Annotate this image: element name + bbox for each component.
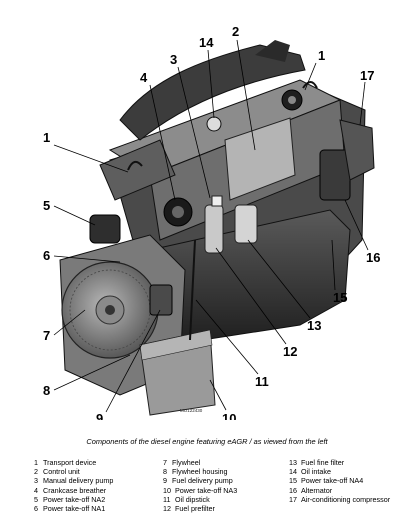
callout-1-left: 1 xyxy=(43,130,50,145)
callout-9: 9 xyxy=(96,411,103,420)
callout-10: 10 xyxy=(222,411,236,420)
callout-13: 13 xyxy=(307,318,321,333)
engine-illustration xyxy=(59,40,375,416)
callout-5: 5 xyxy=(43,198,50,213)
callout-3: 3 xyxy=(170,52,177,67)
engine-diagram: 1 2 3 4 1 5 6 7 8 9 10 11 12 13 14 15 16… xyxy=(43,24,380,420)
callout-16: 16 xyxy=(366,250,380,265)
callout-12: 12 xyxy=(283,344,297,359)
figure-id: MO122430 xyxy=(180,408,203,413)
callout-6: 6 xyxy=(43,248,50,263)
callout-11: 11 xyxy=(255,374,269,389)
callout-8: 8 xyxy=(43,383,50,398)
callout-1-top: 1 xyxy=(318,48,325,63)
callout-17: 17 xyxy=(360,68,374,83)
callouts: 1 2 3 4 1 5 6 7 8 9 10 11 12 13 14 15 16… xyxy=(43,24,380,420)
leader-lines xyxy=(53,39,369,413)
callout-14: 14 xyxy=(199,35,214,50)
callout-2: 2 xyxy=(232,24,239,39)
callout-15: 15 xyxy=(333,290,347,305)
callout-7: 7 xyxy=(43,328,50,343)
callout-4: 4 xyxy=(140,70,148,85)
figure-caption: Components of the diesel engine featurin… xyxy=(86,437,328,446)
